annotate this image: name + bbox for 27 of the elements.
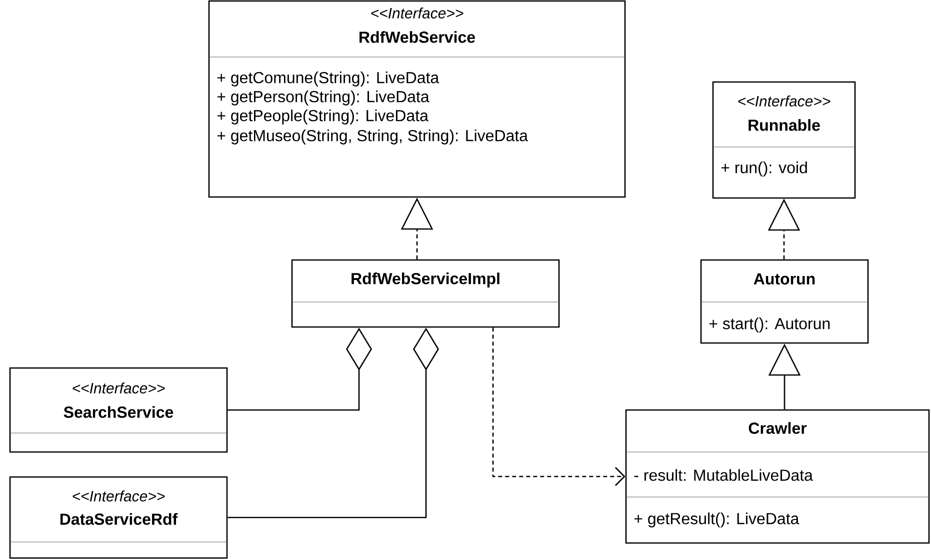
- class-box: [712, 81, 856, 199]
- connector: [492, 328, 626, 486]
- member-text: + getPeople(String): LiveData: [217, 110, 428, 124]
- class-box: [291, 259, 560, 328]
- class-name: RdfWebService: [360, 31, 475, 43]
- class-name: RdfWebServiceImpl: [352, 272, 500, 288]
- class-box: [625, 409, 930, 544]
- stereotype-label: <<Interface>>: [738, 96, 830, 106]
- class-box: [9, 367, 228, 453]
- member-text: + getMuseo(String, String, String): LiveData: [217, 130, 528, 144]
- member-text: + getPerson(String): LiveData: [217, 90, 430, 106]
- stereotype-label: <<Interface>>: [371, 8, 464, 18]
- class-box: [208, 0, 626, 198]
- member-text: + getResult(): LiveData: [634, 512, 800, 528]
- class-name: Runnable: [748, 119, 820, 131]
- class-name: SearchService: [64, 406, 174, 418]
- member-text: + getComune(String): LiveData: [217, 72, 440, 86]
- class-name: Crawler: [748, 422, 807, 434]
- class-box: [9, 476, 228, 559]
- member-text: - result: MutableLiveData: [634, 469, 813, 481]
- member-text: + start(): Autorun: [709, 318, 830, 332]
- class-name: DataServiceRdf: [60, 513, 178, 525]
- class-box: [700, 259, 869, 344]
- class-name: Autorun: [754, 273, 815, 285]
- stereotype-label: <<Interface>>: [72, 382, 165, 394]
- member-text: + run(): void: [721, 162, 807, 176]
- stereotype-label: <<Interface>>: [72, 490, 165, 502]
